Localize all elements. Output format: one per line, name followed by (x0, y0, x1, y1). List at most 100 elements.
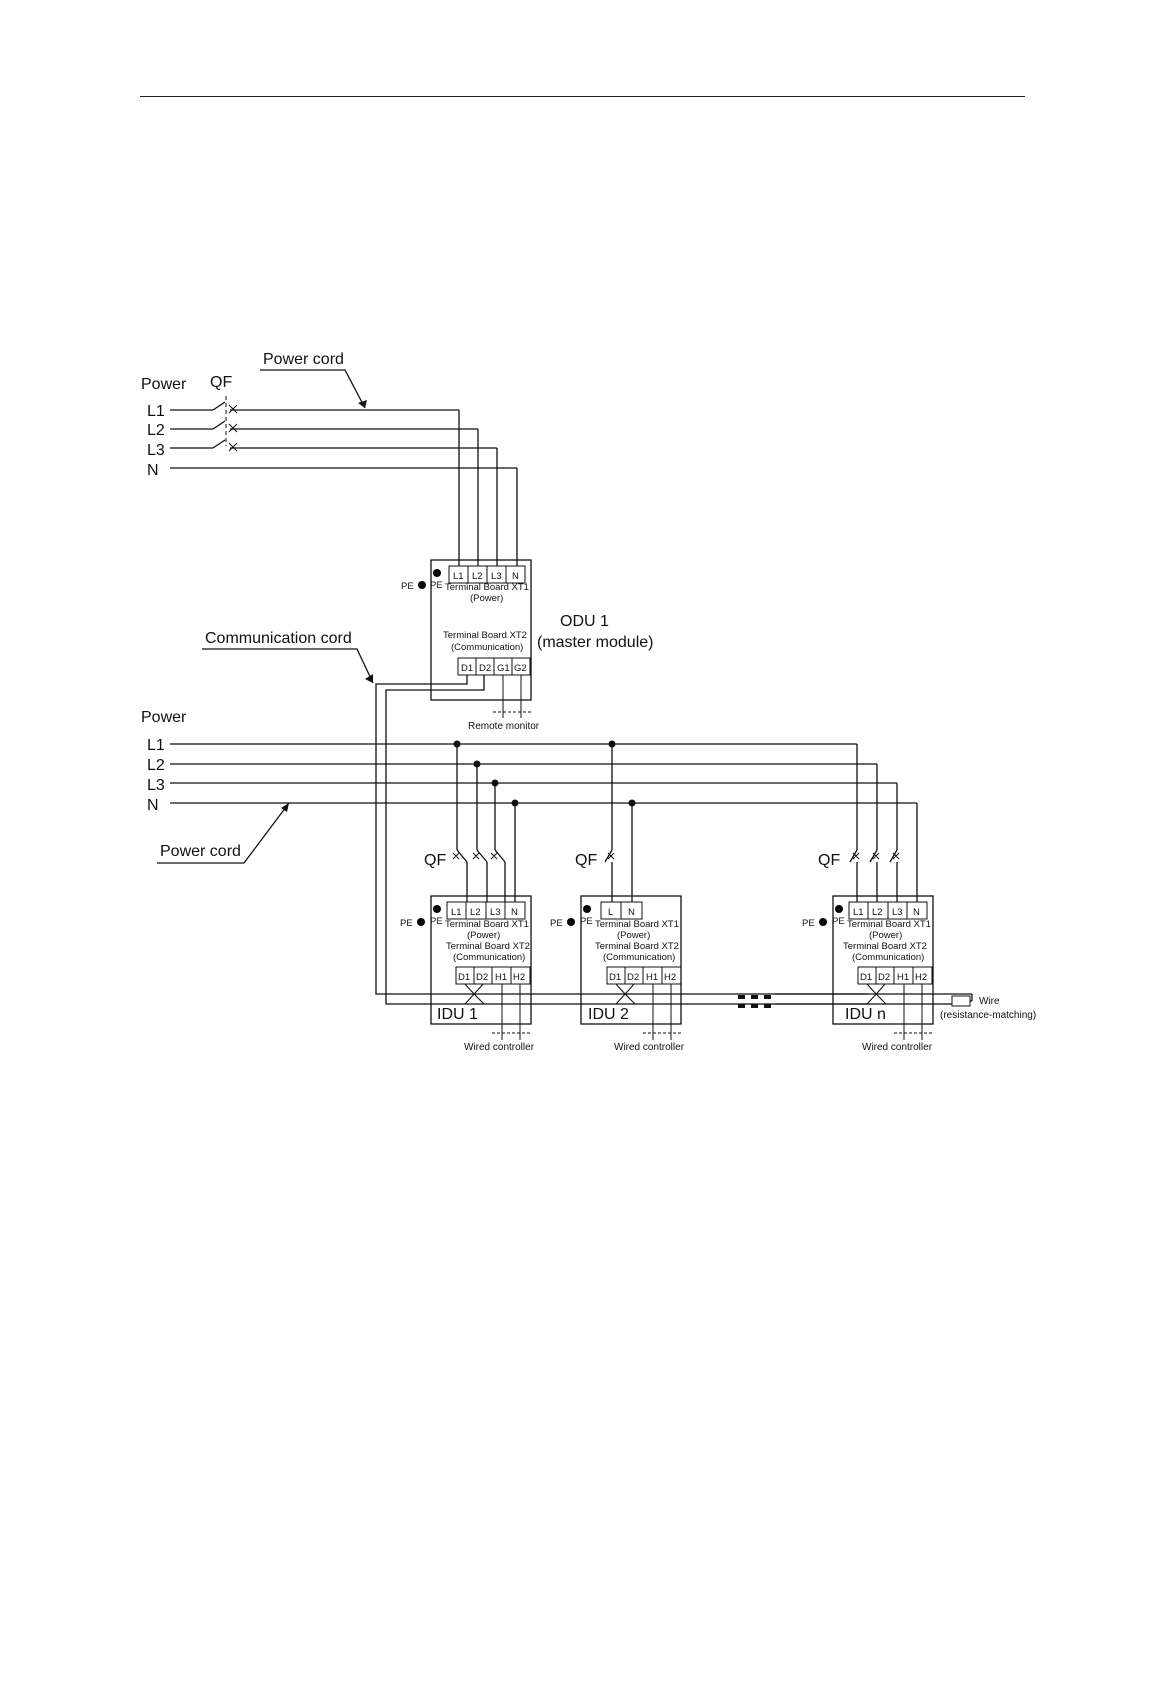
idu2-d1-terminal: D1 (609, 972, 621, 983)
communication-bus (375, 675, 972, 1005)
bottom-l1-label: L1 (147, 737, 165, 754)
idun-wired-controller-label: Wired controller (862, 1042, 933, 1053)
odu-l1-terminal: L1 (453, 571, 464, 582)
communication-cord-label: Communication cord (205, 630, 352, 647)
bottom-power-label: Power (141, 709, 187, 726)
idu2-h1-terminal: H1 (646, 972, 658, 983)
top-l1-label: L1 (147, 403, 165, 420)
idun-xt2-label: Terminal Board XT2 (843, 941, 927, 952)
top-l2-label: L2 (147, 422, 165, 439)
idu1-pe-inner-label: PE (430, 916, 443, 927)
idu1-xt1-power: (Power) (467, 930, 500, 941)
idu2-xt2-label: Terminal Board XT2 (595, 941, 679, 952)
idun-name: IDU n (845, 1006, 886, 1023)
idu1-wired-controller-label: Wired controller (464, 1042, 535, 1053)
idun-l1-terminal: L1 (853, 907, 864, 918)
idu1-l3-terminal: L3 (490, 907, 501, 918)
idu2-unit: L N PE PE Terminal Board XT1 (Power) Ter… (550, 895, 682, 1040)
odu-xt1-power: (Power) (470, 593, 503, 604)
odu-g2-terminal: G2 (514, 663, 527, 674)
ellipsis-icon (738, 995, 771, 1008)
odu-d2-terminal: D2 (479, 663, 491, 674)
idu2-xt1-power: (Power) (617, 930, 650, 941)
idu1-xt1-label: Terminal Board XT1 (445, 919, 529, 930)
idu1-unit: L1 L2 L3 N PE PE Terminal Board XT1 (Pow… (400, 895, 532, 1040)
top-power-label: Power (141, 376, 187, 393)
odu-xt2-label: Terminal Board XT2 (443, 630, 527, 641)
idun-h2-terminal: H2 (915, 972, 927, 983)
top-power-cord-label: Power cord (263, 351, 344, 368)
top-power-cord-arrow (358, 400, 367, 408)
odu-l2-terminal: L2 (472, 571, 483, 582)
odu-pe-inner-label: PE (430, 580, 443, 591)
idun-d1-terminal: D1 (860, 972, 872, 983)
idu1-n-terminal: N (511, 907, 518, 918)
odu-title: ODU 1 (560, 613, 609, 630)
idu1-d2-terminal: D2 (476, 972, 488, 983)
bottom-power-cord-leader (157, 802, 290, 864)
idu1-qf-label: QF (424, 852, 446, 869)
communication-cord-leader (202, 648, 374, 684)
idun-xt1-power: (Power) (869, 930, 902, 941)
idun-n-terminal: N (913, 907, 920, 918)
odu-pe-outer-label: PE (401, 581, 414, 592)
header-rule (140, 96, 1025, 97)
idu2-xt2-comm: (Communication) (603, 952, 675, 963)
idu1-h2-terminal: H2 (513, 972, 525, 983)
bottom-power-lines (170, 740, 917, 807)
idu1-pe-outer-label: PE (400, 918, 413, 929)
bottom-power-cord-arrow (281, 803, 289, 812)
idun-h1-terminal: H1 (897, 972, 909, 983)
idun-pe-inner-label: PE (832, 916, 845, 927)
odu-xt1-label: Terminal Board XT1 (445, 582, 529, 593)
odu-unit: L1 L2 L3 N PE PE Terminal Board XT1 (Pow… (401, 559, 540, 732)
idu2-xt1-label: Terminal Board XT1 (595, 919, 679, 930)
idun-l2-terminal: L2 (872, 907, 883, 918)
odu-subtitle: (master module) (537, 634, 653, 651)
idu1-l2-terminal: L2 (470, 907, 481, 918)
idu2-wired-controller-label: Wired controller (614, 1042, 685, 1053)
idu2-d2-terminal: D2 (627, 972, 639, 983)
idun-qf-label: QF (818, 852, 840, 869)
idun-wiring (849, 744, 918, 902)
idu1-d1-terminal: D1 (458, 972, 470, 983)
communication-cord-arrow (365, 674, 373, 683)
bottom-l2-label: L2 (147, 757, 165, 774)
top-power-lines (170, 396, 518, 566)
bottom-power-cord-label: Power cord (160, 843, 241, 860)
idu2-l-terminal: L (608, 907, 613, 918)
top-qf-label: QF (210, 374, 232, 391)
resistance-matching-label: (resistance-matching) (940, 1010, 1036, 1021)
top-n-label: N (147, 462, 159, 479)
idu1-l1-terminal: L1 (451, 907, 462, 918)
odu-d1-terminal: D1 (461, 663, 473, 674)
idu2-pe-inner-label: PE (580, 916, 593, 927)
top-power-cord-leader (260, 369, 366, 409)
odu-xt2-comm: (Communication) (451, 642, 523, 653)
idu2-name: IDU 2 (588, 1006, 629, 1023)
idu2-h2-terminal: H2 (664, 972, 676, 983)
idun-xt2-comm: (Communication) (852, 952, 924, 963)
resistor-icon (944, 994, 973, 1007)
idu2-pe-outer-label: PE (550, 918, 563, 929)
idu2-n-terminal: N (628, 907, 635, 918)
idu2-wiring (604, 744, 633, 902)
idun-xt1-label: Terminal Board XT1 (847, 919, 931, 930)
idun-d2-terminal: D2 (878, 972, 890, 983)
idu1-xt2-label: Terminal Board XT2 (446, 941, 530, 952)
idun-unit: L1 L2 L3 N PE PE Terminal Board XT1 (Pow… (802, 895, 934, 1040)
idu2-qf-label: QF (575, 852, 597, 869)
idu1-name: IDU 1 (437, 1006, 478, 1023)
odu-n-terminal: N (512, 571, 519, 582)
top-l3-label: L3 (147, 442, 165, 459)
idun-pe-outer-label: PE (802, 918, 815, 929)
idu1-xt2-comm: (Communication) (453, 952, 525, 963)
remote-monitor-label: Remote monitor (468, 721, 540, 732)
wire-label: Wire (979, 996, 1000, 1007)
bottom-n-label: N (147, 797, 159, 814)
idun-l3-terminal: L3 (892, 907, 903, 918)
odu-g1-terminal: G1 (497, 663, 510, 674)
idu1-h1-terminal: H1 (495, 972, 507, 983)
odu-l3-terminal: L3 (491, 571, 502, 582)
